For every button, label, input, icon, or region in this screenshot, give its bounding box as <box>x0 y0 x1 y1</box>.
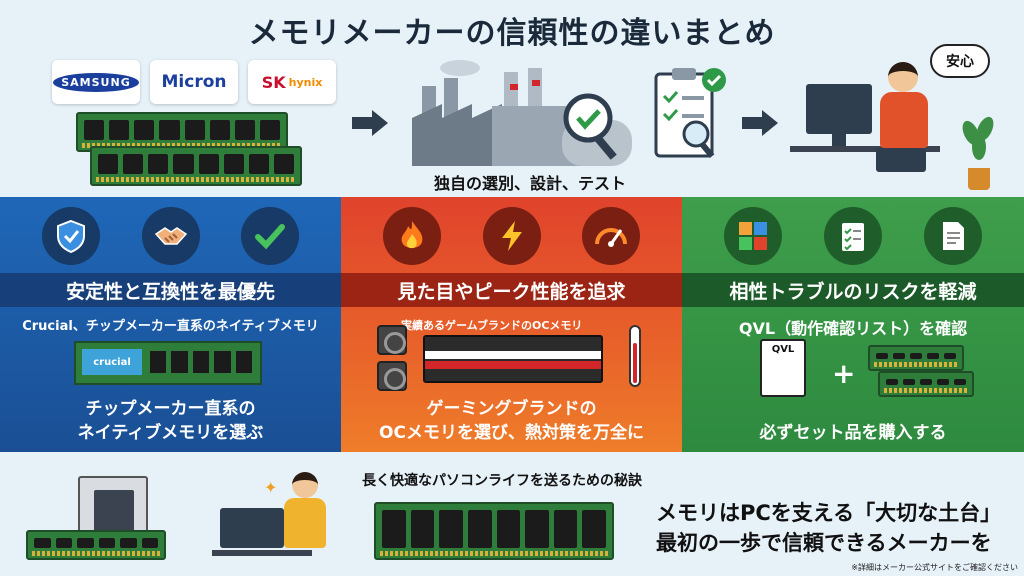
crucial-ram-icon: crucial <box>74 341 262 385</box>
summary-strip: ✦ 長く快適なパソコンライフを送るための秘訣 メモリはPCを支える「大切な土台」… <box>0 452 1024 576</box>
panel-conclusion-line1: チップメーカー直系の <box>85 399 256 419</box>
summary-headline: メモリはPCを支える「大切な土台」 最初の一歩で信頼できるメーカーを <box>656 498 1001 558</box>
ram-stick-icon <box>868 345 964 371</box>
user-avatar <box>876 62 932 172</box>
sparkle-icon: ✦ <box>264 478 278 497</box>
panel-conclusion-line2: ネイティブメモリを選ぶ <box>77 423 264 443</box>
lightning-icon <box>482 207 541 265</box>
puzzle-icon <box>724 207 782 265</box>
panel-subheading: QVL（動作確認リスト）を確認 <box>738 319 968 338</box>
summary-caption: 長く快適なパソコンライフを送るための秘訣 <box>362 473 642 489</box>
ram-stick-icon <box>374 502 614 560</box>
monitor-icon <box>806 84 872 134</box>
ram-stick-icon <box>76 112 288 152</box>
panel-heading: 見た目やピーク性能を追求 <box>341 273 682 307</box>
crucial-label: crucial <box>82 349 142 375</box>
footnote: ※詳細はメーカー公式サイトをご確認ください <box>851 563 1018 572</box>
thermometer-icon <box>629 325 641 387</box>
panel-subheading: 実績あるゲームブランドのOCメモリ <box>401 319 583 332</box>
samsung-logo: SAMSUNG <box>52 60 140 104</box>
oc-ram-icon <box>423 335 603 383</box>
clipboard-check-icon <box>654 68 726 159</box>
skhynix-hynix-text: hynix <box>288 75 323 89</box>
shield-check-icon <box>41 207 100 265</box>
plant-icon <box>959 110 997 190</box>
user-avatar <box>282 472 328 552</box>
flame-icon <box>382 207 441 265</box>
panel-heading: 安定性と互換性を最優先 <box>0 273 341 307</box>
laptop-icon <box>220 508 284 548</box>
ram-stick-icon <box>90 146 302 186</box>
fan-icon <box>377 325 407 355</box>
panel-stability: 安定性と互換性を最優先 Crucial、チップメーカー直系のネイティブメモリ c… <box>0 197 341 452</box>
samsung-logo-text: SAMSUNG <box>53 72 139 92</box>
handshake-icon <box>141 207 200 265</box>
monitor-stand <box>832 134 846 148</box>
panel-compatibility: 相性トラブルのリスクを軽減 QVL（動作確認リスト）を確認 QVL + 必ずセッ… <box>682 197 1024 452</box>
ram-stick-icon <box>878 371 974 397</box>
skhynix-sk-text: SK <box>261 72 286 92</box>
factory-caption: 独自の選別、設計、テスト <box>433 174 626 193</box>
plus-icon: + <box>832 357 856 390</box>
checklist-icon <box>824 207 882 265</box>
page-title: メモリメーカーの信頼性の違いまとめ <box>248 16 776 51</box>
micron-logo: Micron <box>150 60 238 104</box>
panel-conclusion: 必ずセット品を購入する <box>759 423 947 443</box>
fan-icon <box>377 361 407 391</box>
desk <box>790 146 940 152</box>
summary-line1: メモリはPCを支える「大切な土台」 <box>656 501 1002 525</box>
speech-bubble: 安心 <box>930 44 990 78</box>
document-icon <box>924 207 982 265</box>
panel-performance: 見た目やピーク性能を追求 実績あるゲームブランドのOCメモリ ゲーミングブランド… <box>341 197 682 452</box>
desk <box>212 550 312 556</box>
panel-subheading: Crucial、チップメーカー直系のネイティブメモリ <box>22 319 319 334</box>
qvl-document-icon: QVL <box>760 339 806 397</box>
checkmark-icon <box>241 207 300 265</box>
panel-heading: 相性トラブルのリスクを軽減 <box>682 273 1024 307</box>
factory-icon <box>412 60 632 166</box>
qvl-label: QVL <box>771 344 795 355</box>
panel-conclusion-line2: OCメモリを選び、熱対策を万全に <box>379 423 644 443</box>
summary-line2: 最初の一歩で信頼できるメーカーを <box>656 531 992 555</box>
panel-conclusion-line1: ゲーミングブランドの <box>426 399 597 419</box>
ram-stick-icon <box>26 530 166 560</box>
speedometer-icon <box>582 207 641 265</box>
